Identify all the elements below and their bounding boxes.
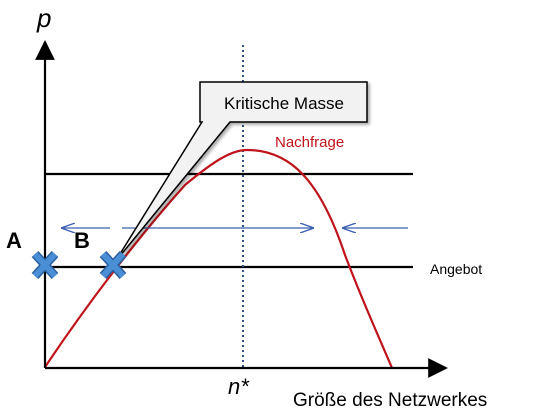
demand-curve [44,148,394,369]
critical-mass-text: Kritische Masse [224,94,344,113]
supply-label: Angebot [430,261,482,277]
demand-label: Nachfrage [275,134,344,151]
critical-mass-callout [114,81,368,263]
n-star-tick-label: n* [228,374,250,399]
point-b-label: B [74,228,90,253]
y-axis-label: p [36,3,51,33]
x-axis-label: Größe des Netzwerkes [293,390,487,411]
point-a-marker [31,250,59,280]
point-a-label: A [6,228,22,253]
point-b-marker [99,250,127,280]
